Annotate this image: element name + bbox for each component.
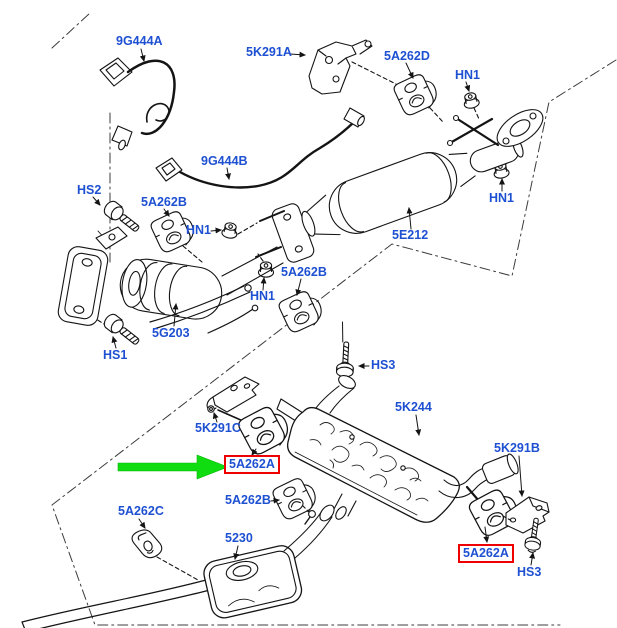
part-label-9g444a[interactable]: 9G444A: [116, 34, 163, 48]
part-label-5230[interactable]: 5230: [225, 531, 253, 545]
o2-sensor-9g444b-drawing: [155, 107, 365, 189]
front-pipe-5g203-drawing: [57, 226, 284, 334]
part-label-hs3-lower[interactable]: HS3: [517, 565, 542, 579]
o2-sensor-9g444a-drawing: [99, 57, 176, 151]
nut-hn1-mid-left-drawing: [220, 221, 240, 240]
insulator-5a262b-mid-drawing: [276, 286, 328, 336]
bolt-hs3-upper-drawing: [335, 321, 356, 381]
part-label-5k244[interactable]: 5K244: [395, 400, 432, 414]
bracket-5k291c-drawing: [206, 376, 260, 422]
part-label-hn1-right[interactable]: HN1: [489, 191, 515, 205]
insulator-5a262a-left-drawing: [235, 401, 295, 459]
bolt-hs1-drawing: [101, 311, 144, 350]
catalytic-converter-5e212-drawing: [301, 109, 544, 237]
part-label-5a262c[interactable]: 5A262C: [118, 504, 164, 518]
part-label-hn1-top[interactable]: HN1: [455, 68, 481, 82]
bracket-5k291b-drawing: [502, 496, 550, 534]
part-label-5k291b[interactable]: 5K291B: [494, 441, 540, 455]
nut-hn1-top-drawing: [461, 90, 481, 111]
part-label-hn1-mid[interactable]: HN1: [250, 289, 276, 303]
part-label-5k291a[interactable]: 5K291A: [246, 45, 292, 59]
part-label-hs2[interactable]: HS2: [77, 183, 102, 197]
part-label-5a262b-lower[interactable]: 5A262B: [225, 493, 271, 507]
part-label-5a262b-upper[interactable]: 5A262B: [141, 195, 187, 209]
part-label-hs3-upper[interactable]: HS3: [371, 358, 396, 372]
part-label-5a262d[interactable]: 5A262D: [384, 49, 430, 63]
insulator-5a262d-drawing: [391, 69, 443, 119]
flange-joint-drawing: [255, 203, 315, 263]
part-label-5a262b-mid[interactable]: 5A262B: [281, 265, 327, 279]
highlight-arrow-shape: [117, 454, 229, 480]
bolt-hs2-drawing: [101, 198, 144, 237]
part-label-5a262a-right-highlighted[interactable]: 5A262A: [458, 544, 514, 563]
leader-lines: [92, 48, 536, 566]
part-label-5e212[interactable]: 5E212: [392, 228, 429, 242]
bracket-5k291a-drawing: [308, 39, 397, 95]
part-label-hn1-mid-left[interactable]: HN1: [186, 223, 212, 237]
part-label-hs1[interactable]: HS1: [103, 348, 128, 362]
rear-muffler-5k244-drawing: [276, 375, 519, 523]
highlight-arrow: [117, 454, 229, 480]
centre-muffler-5230-drawing: [21, 504, 335, 628]
part-label-5a262a-left-highlighted[interactable]: 5A262A: [224, 455, 280, 474]
part-label-5g203[interactable]: 5G203: [152, 326, 190, 340]
part-label-9g444b[interactable]: 9G444B: [201, 154, 248, 168]
part-label-5k291c[interactable]: 5K291C: [195, 421, 241, 435]
clamp-5a262c-drawing: [131, 529, 163, 559]
